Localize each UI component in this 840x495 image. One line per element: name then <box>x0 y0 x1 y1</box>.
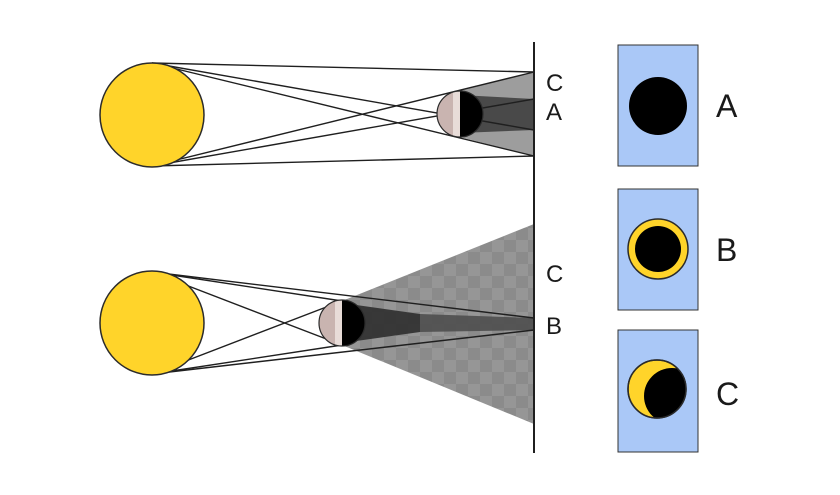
upper-sun <box>100 63 204 167</box>
lower-label-b: B <box>546 313 562 340</box>
panel-a-label: A <box>716 88 738 124</box>
upper-label-a: A <box>546 99 562 126</box>
upper-label-c: C <box>546 70 563 97</box>
lower-sun <box>100 271 204 375</box>
panel-c-label: C <box>716 376 739 412</box>
annular-eclipse-icon <box>628 219 688 279</box>
panel-b-label: B <box>716 232 737 268</box>
total-eclipse-icon <box>629 77 687 135</box>
lower-label-c: C <box>546 261 563 288</box>
